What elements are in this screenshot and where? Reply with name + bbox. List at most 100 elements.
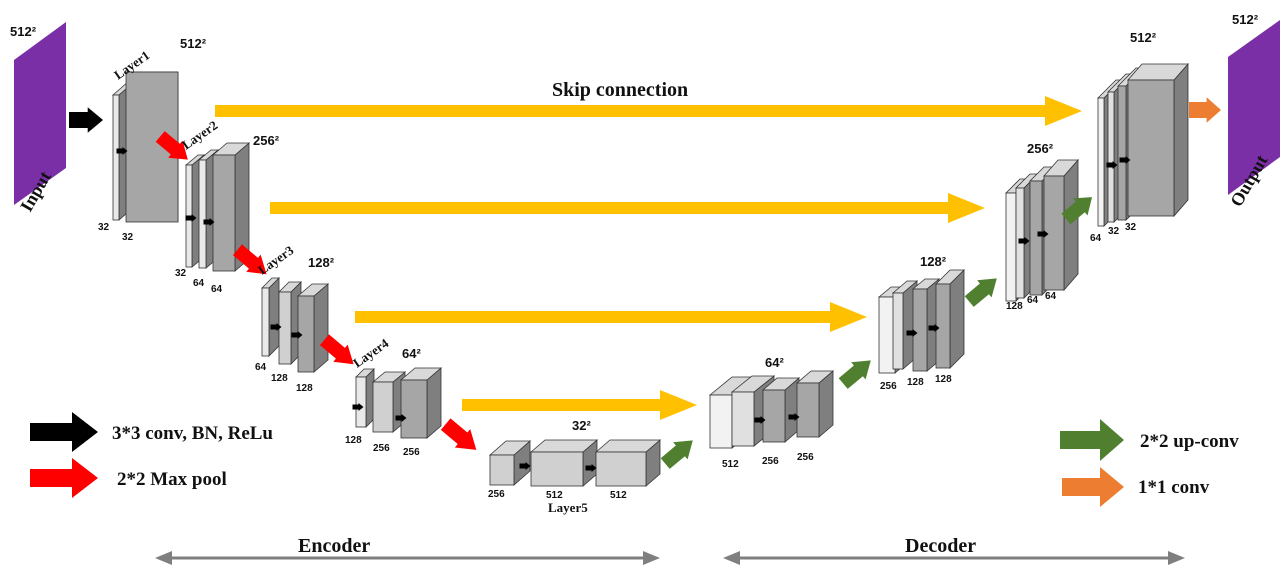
bottleneck-slab-c — [594, 439, 662, 487]
bottleneck-dim: 32² — [572, 418, 591, 433]
legend-conv-arrow — [30, 412, 98, 452]
small-conv-arrow-9 — [585, 464, 597, 472]
skip-connection-label: Skip connection — [552, 79, 688, 101]
ch-d1b: 32 — [1108, 226, 1120, 237]
skip-arrow-2 — [270, 193, 985, 223]
enc3-slab-c — [296, 283, 330, 373]
feature-map-blocks — [111, 62, 1189, 487]
ch-e1a: 32 — [98, 222, 110, 233]
upconv-arrow-4 — [1061, 197, 1093, 225]
small-conv-arrow-10 — [754, 416, 766, 424]
legend-conv1x1-label: 1*1 conv — [1138, 477, 1210, 498]
ch-d2a: 128 — [1006, 301, 1023, 312]
small-conv-arrow-2 — [185, 214, 197, 222]
enc2-dim: 256² — [253, 133, 280, 148]
conv1x1-arrow — [1189, 97, 1221, 123]
ch-d3c: 128 — [935, 374, 952, 385]
dec3-slab-d — [935, 269, 965, 369]
ch-d2b: 64 — [1027, 295, 1039, 306]
conv-arrow-input — [69, 107, 103, 133]
ch-e3c: 128 — [296, 383, 313, 394]
enc2-slab-c — [211, 142, 251, 272]
input-plane — [14, 22, 66, 205]
upconv-arrow-2 — [838, 360, 871, 389]
dec1-dim: 512² — [1130, 30, 1157, 45]
ch-e2a: 32 — [175, 268, 187, 279]
small-conv-arrow-17 — [1119, 156, 1131, 164]
layer5-label: Layer5 — [548, 500, 588, 515]
small-conv-arrow-6 — [352, 403, 364, 411]
upconv-arrow-3 — [964, 278, 997, 307]
ch-d4c: 256 — [797, 452, 814, 463]
ch-e3a: 64 — [255, 362, 267, 373]
encoder-label: Encoder — [298, 535, 370, 557]
ch-d1c: 32 — [1125, 222, 1137, 233]
enc1-dim: 512² — [180, 36, 207, 51]
ch-b1: 256 — [488, 489, 505, 500]
decoder-range-arrow — [723, 551, 1185, 565]
small-conv-arrow-12 — [906, 329, 918, 337]
input-dim-label: 512² — [10, 24, 37, 39]
ch-d4a: 512 — [722, 459, 739, 470]
bottleneck-slab-a — [488, 440, 532, 486]
layer2-label: Layer2 — [179, 117, 220, 152]
ch-b2: 512 — [546, 490, 563, 501]
enc3-slab-a — [261, 277, 280, 357]
ch-d1a: 64 — [1090, 233, 1102, 244]
dec2-slab-d — [1043, 158, 1079, 292]
dec4-slab-d — [795, 370, 835, 438]
bottleneck-slab-b — [529, 439, 599, 487]
small-conv-arrow-7 — [395, 414, 407, 422]
maxpool-arrow-1 — [155, 131, 188, 160]
layer3-label: Layer3 — [255, 242, 297, 277]
encoder-range-arrow — [155, 551, 660, 565]
enc3-dim: 128² — [308, 255, 335, 270]
upconv-arrow-1 — [660, 440, 693, 469]
ch-d3b: 128 — [907, 377, 924, 388]
output-plane — [1228, 20, 1280, 195]
small-conv-arrow-1 — [116, 147, 128, 155]
dec4-slab-c — [761, 377, 801, 443]
small-conv-arrow-16 — [1106, 161, 1118, 169]
legend-maxpool-arrow — [30, 458, 98, 498]
legend: 3*3 conv, BN, ReLu 2*2 Max pool 2*2 up-c… — [30, 412, 1239, 507]
enc4-slab-a — [355, 368, 375, 428]
small-conv-arrow-13 — [928, 324, 940, 332]
enc4-slab-b — [371, 371, 407, 433]
legend-upconv-arrow — [1060, 419, 1124, 461]
maxpool-arrow-2 — [232, 244, 267, 275]
maxpool-arrow-3 — [319, 334, 354, 365]
ch-e2c: 64 — [211, 284, 223, 295]
ch-e1b: 32 — [122, 232, 134, 243]
flow-arrows — [69, 97, 1221, 472]
skip-arrow-3 — [355, 302, 867, 332]
ch-e4c: 256 — [403, 447, 420, 458]
dec2-dim: 256² — [1027, 141, 1054, 156]
legend-conv1x1-arrow — [1062, 467, 1124, 507]
ch-e2b: 64 — [193, 278, 205, 289]
legend-conv-label: 3*3 conv, BN, ReLu — [112, 423, 273, 444]
ch-e3b: 128 — [271, 373, 288, 384]
ch-e4a: 128 — [345, 435, 362, 446]
small-conv-arrow-14 — [1018, 237, 1030, 245]
decoder-label: Decoder — [905, 535, 976, 557]
legend-maxpool-label: 2*2 Max pool — [117, 469, 227, 490]
ch-e4b: 256 — [373, 443, 390, 454]
ch-b3: 512 — [610, 490, 627, 501]
small-conv-arrow-15 — [1037, 230, 1049, 238]
small-conv-arrow-8 — [519, 462, 531, 470]
skip-arrow-4 — [462, 390, 697, 420]
ch-d4b: 256 — [762, 456, 779, 467]
dec4-dim: 64² — [765, 355, 784, 370]
maxpool-arrow-4 — [440, 418, 477, 450]
ch-d3a: 256 — [880, 381, 897, 392]
dec1-slab-d — [1127, 62, 1189, 218]
ch-d2c: 64 — [1045, 291, 1057, 302]
small-conv-arrow-4 — [270, 323, 282, 331]
output-dim-label: 512² — [1232, 12, 1259, 27]
small-conv-arrow-3 — [203, 218, 215, 226]
layer4-label: Layer4 — [350, 335, 392, 370]
enc4-slab-c — [399, 367, 443, 439]
small-conv-arrow-5 — [291, 331, 303, 339]
